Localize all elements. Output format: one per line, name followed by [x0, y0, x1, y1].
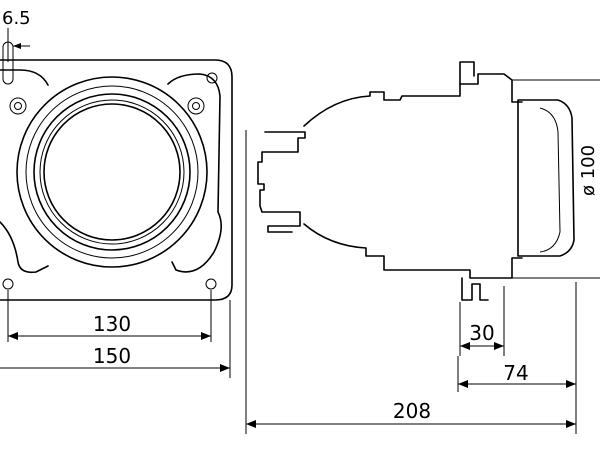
dimension-overall-length: 208 — [245, 130, 577, 434]
lens-bezel — [539, 107, 561, 253]
dimension-label-flange-depth: 30 — [469, 321, 494, 345]
screw-boss-left — [9, 97, 27, 115]
corner-hole-top-right — [206, 72, 218, 84]
bracket-flange-upper — [0, 69, 49, 86]
dimension-label-front-depth: 74 — [503, 361, 528, 385]
front-view: 6.5 130 150 — [0, 8, 233, 378]
bracket-flange-right — [167, 73, 222, 273]
dimension-flange-depth: 30 — [459, 286, 505, 356]
mounting-plate — [0, 59, 233, 301]
dimension-label-hole-spacing: 130 — [93, 312, 131, 336]
mounting-flange-bottom — [461, 277, 489, 301]
dimension-hole-spacing: 130 — [7, 290, 212, 342]
dimension-hole-offset: 6.5 — [2, 8, 31, 62]
side-view: ø 100 30 74 208 — [245, 61, 600, 434]
mounting-flange-top — [459, 61, 475, 85]
corner-hole-bottom-left — [2, 278, 14, 290]
dimension-label-overall-width: 150 — [93, 344, 131, 368]
front-housing — [517, 99, 575, 257]
rear-housing — [303, 73, 523, 127]
dimension-label-hole-offset: 6.5 — [2, 8, 31, 29]
rear-connector — [257, 131, 306, 233]
dimension-label-overall-length: 208 — [393, 399, 431, 423]
dimension-front-depth: 74 — [457, 282, 577, 392]
lens-rings — [16, 76, 208, 268]
rear-housing-lower — [303, 223, 523, 279]
dimension-label-lens-diameter: ø 100 — [578, 145, 599, 196]
dimension-overall-width: 150 — [0, 300, 231, 378]
screw-boss-right — [187, 97, 205, 115]
corner-hole-bottom-right — [205, 278, 217, 290]
bracket-flange-left — [0, 221, 49, 274]
